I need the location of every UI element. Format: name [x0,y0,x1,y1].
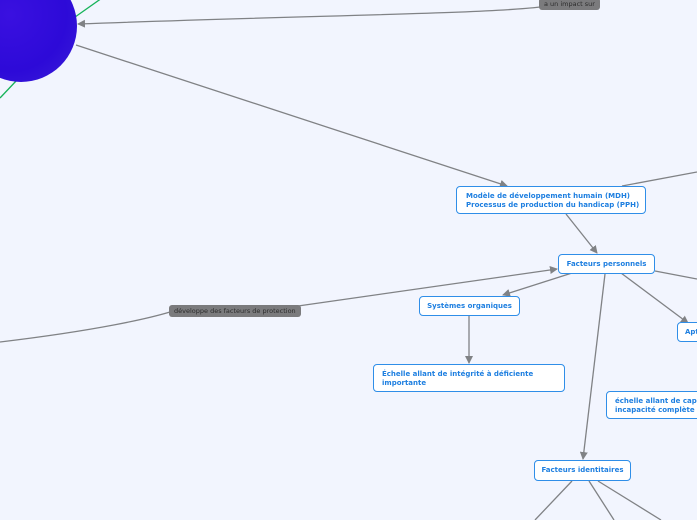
node-echelle-integrite[interactable]: Échelle allant de intégrité à déficiente… [373,364,565,392]
relation-label-impact[interactable]: a un impact sur [539,0,600,10]
node-facteurs-personnels[interactable]: Facteurs personnels [558,254,655,274]
node-echelle-capacite-line2: incapacité complète [615,406,695,414]
node-echelle-integrite-line2: importante [382,379,427,387]
node-facteurs-identitaires[interactable]: Facteurs identitaires [534,460,631,481]
node-aptitudes[interactable]: Apt [677,322,697,342]
relation-label-protection[interactable]: développe des facteurs de protection [169,305,301,317]
node-mdh-pph[interactable]: Modèle de développement humain (MDH) Pro… [456,186,646,214]
node-echelle-capacite-line1: échelle allant de capa [615,397,697,405]
node-mdh-line1: Modèle de développement humain (MDH) [466,192,631,200]
node-systemes-organiques[interactable]: Systèmes organiques [419,296,520,316]
node-echelle-capacite[interactable]: échelle allant de capa incapacité complè… [606,391,697,419]
node-echelle-integrite-line1: Échelle allant de intégrité à déficiente [382,370,534,378]
node-mdh-line2: Processus de production du handicap (PPH… [466,201,640,209]
